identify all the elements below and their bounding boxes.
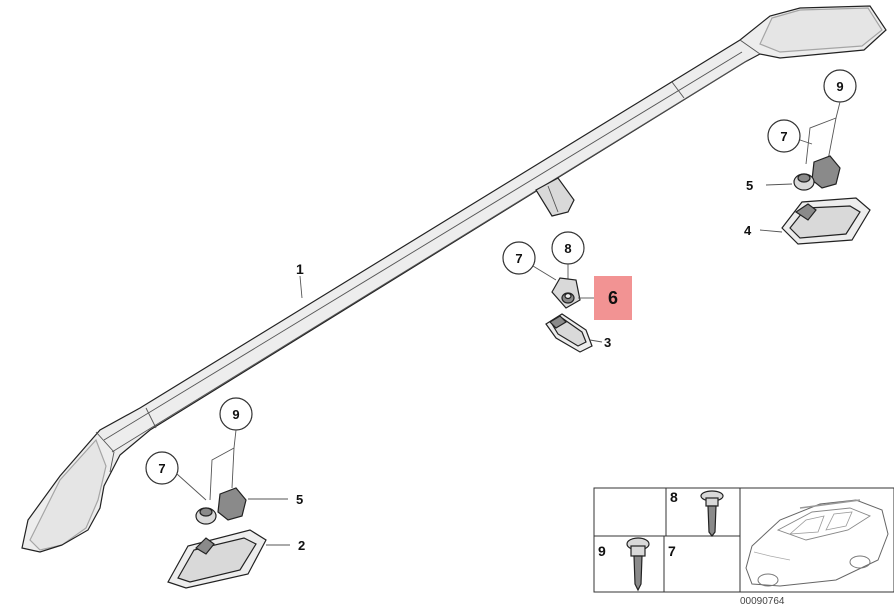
front-cover[interactable] xyxy=(167,529,267,589)
legend-nut-7: 7 xyxy=(668,543,676,559)
label-front-clip: 5 xyxy=(296,492,303,507)
callout-front-screw[interactable]: 9 xyxy=(219,397,253,431)
callout-rear-nut[interactable]: 7 xyxy=(767,119,801,153)
label-front-cover: 2 xyxy=(298,538,305,553)
roof-rail[interactable] xyxy=(21,5,887,553)
label-mid-cover: 3 xyxy=(604,335,611,350)
callout-front-nut[interactable]: 7 xyxy=(145,451,179,485)
callout-mid-screw[interactable]: 8 xyxy=(551,231,585,265)
svg-text:9: 9 xyxy=(836,79,843,94)
label-rail: 1 xyxy=(296,261,304,277)
legend-screw-8[interactable]: 8 xyxy=(670,489,724,537)
svg-text:9: 9 xyxy=(598,543,606,559)
svg-text:6: 6 xyxy=(608,288,618,308)
svg-text:7: 7 xyxy=(158,461,165,476)
highlighted-part-marker[interactable]: 6 xyxy=(594,276,632,320)
front-clip-assembly[interactable] xyxy=(195,487,247,525)
label-rear-cover: 4 xyxy=(744,223,752,238)
svg-text:7: 7 xyxy=(780,129,787,144)
svg-text:8: 8 xyxy=(564,241,571,256)
svg-text:7: 7 xyxy=(515,251,522,266)
callout-mid-nut[interactable]: 7 xyxy=(502,241,536,275)
rear-clip-assembly[interactable] xyxy=(793,155,841,191)
diagram-code: 00090764 xyxy=(740,596,785,607)
svg-text:9: 9 xyxy=(232,407,239,422)
svg-text:8: 8 xyxy=(670,489,678,505)
mid-cover[interactable] xyxy=(545,313,593,353)
legend-screw-9[interactable]: 9 xyxy=(598,537,650,592)
car-thumbnail-icon xyxy=(745,499,889,587)
fastener-legend: 8 9 7 xyxy=(593,487,894,593)
mid-clip-assembly[interactable] xyxy=(551,277,581,309)
label-rear-clip: 5 xyxy=(746,178,753,193)
callout-rear-screw[interactable]: 9 xyxy=(823,69,857,103)
rear-cover[interactable] xyxy=(781,197,871,245)
